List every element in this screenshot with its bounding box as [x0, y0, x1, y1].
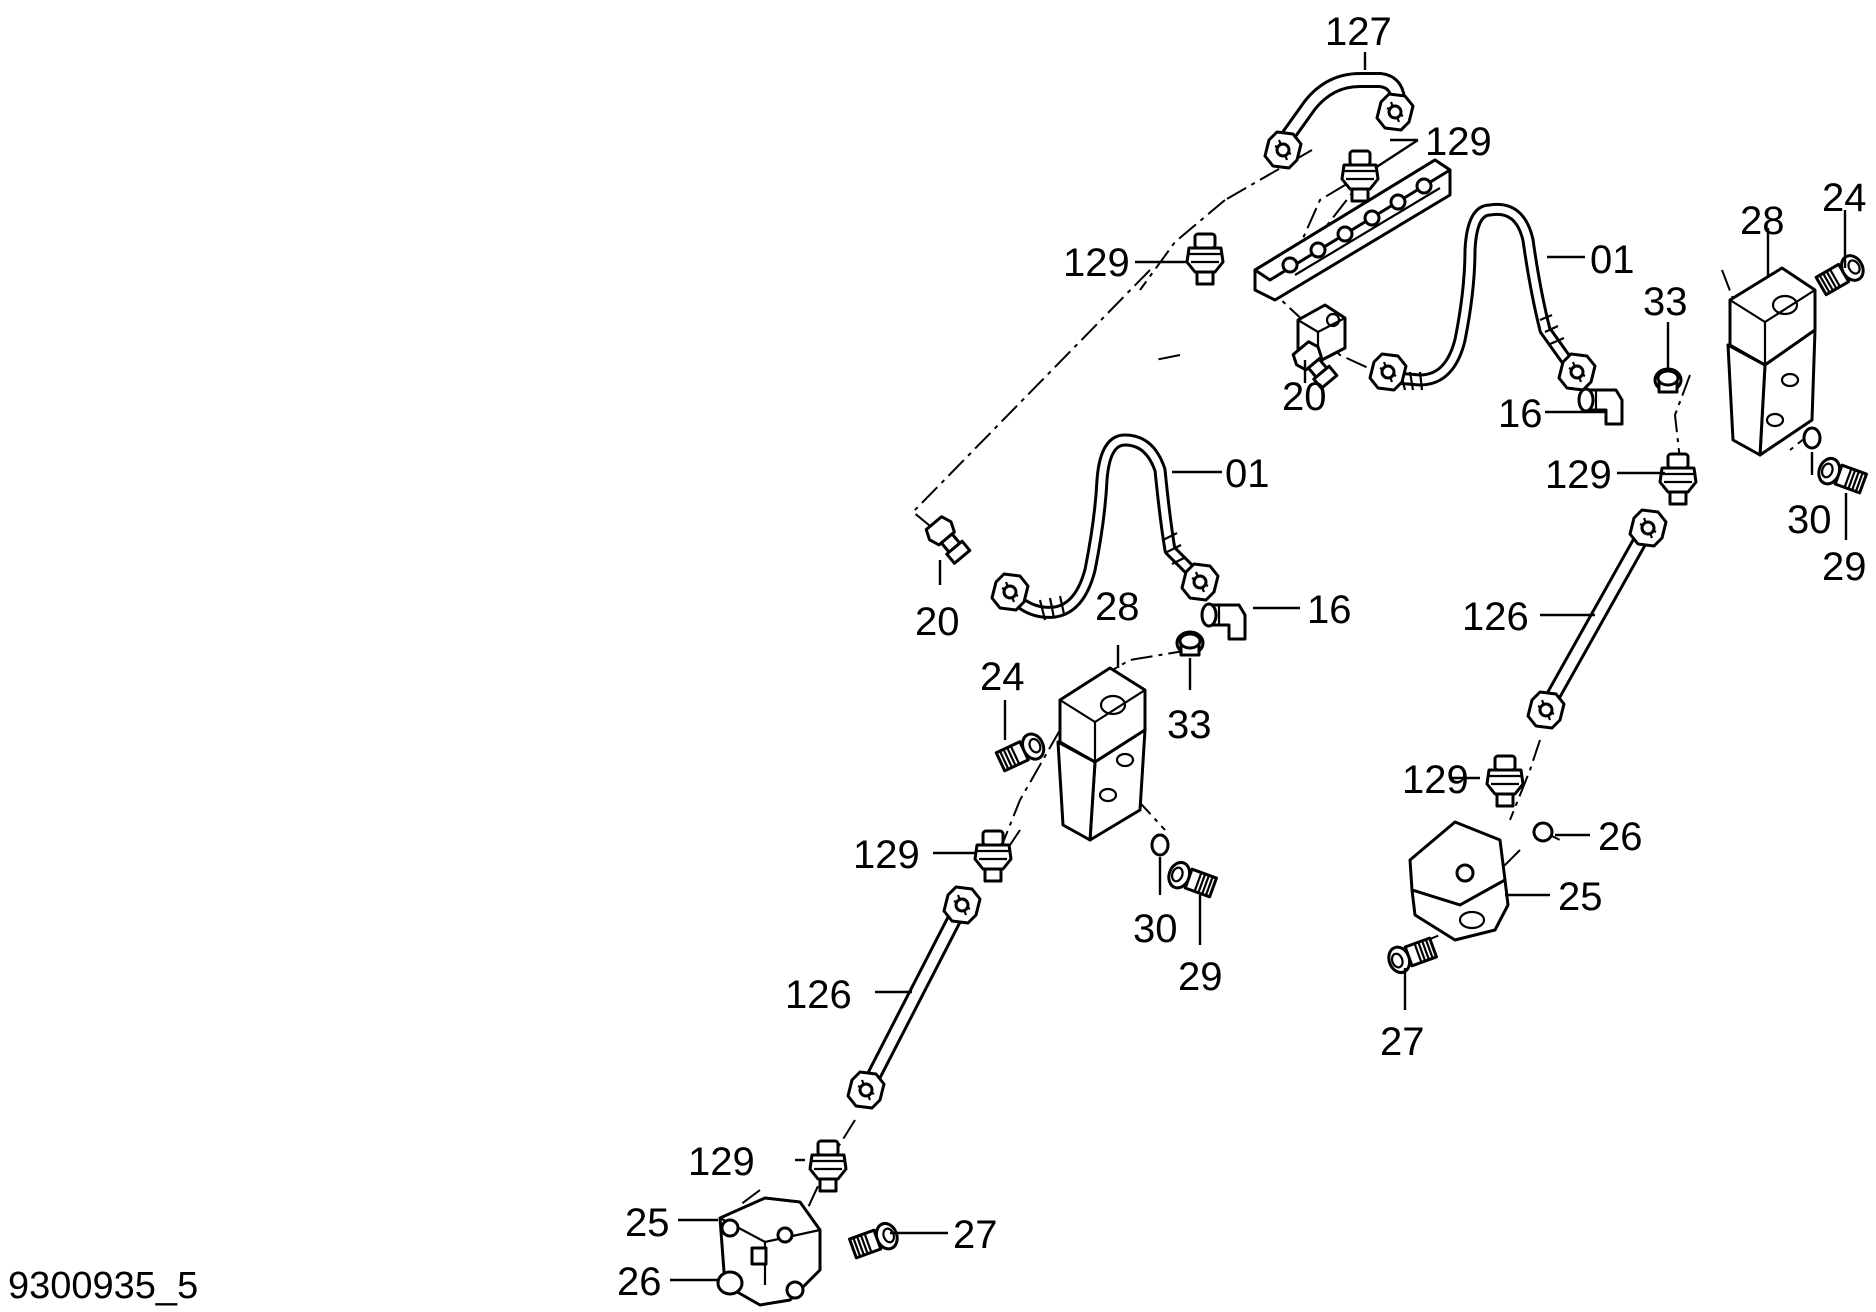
plug-33-lower [1175, 630, 1205, 657]
elbow-16-upper [1577, 387, 1624, 426]
part-28-bracket-upper [1726, 266, 1817, 457]
callout-26: 26 [1598, 815, 1643, 859]
fitting-129-right-lower [1485, 754, 1525, 808]
callout-126: 126 [1462, 595, 1529, 639]
washer-30-upper [1802, 426, 1822, 450]
part-126-tube-right [1526, 508, 1668, 730]
callout-24: 24 [1822, 176, 1867, 220]
adapter-20-lower [921, 512, 975, 568]
part-25-block-right [1408, 820, 1510, 942]
part-127-u-pipe [1263, 72, 1415, 170]
callout-27: 27 [953, 1213, 998, 1257]
fitting-129-top [1340, 149, 1380, 203]
callout-24: 24 [980, 655, 1025, 699]
callout-26: 26 [617, 1260, 662, 1304]
callout-16: 16 [1307, 588, 1352, 632]
callout-25: 25 [1558, 875, 1603, 919]
callout-33: 33 [1643, 280, 1688, 324]
callout-33: 33 [1167, 703, 1212, 747]
fitting-129-right [1658, 452, 1698, 506]
bolt-29-upper [1813, 454, 1869, 498]
callout-labels: 127 129 129 01 24 28 33 20 16 129 30 29 … [617, 10, 1867, 1304]
callout-01: 01 [1225, 452, 1270, 496]
callout-27: 27 [1380, 1020, 1425, 1064]
callout-129: 129 [1402, 758, 1469, 802]
callout-29: 29 [1822, 545, 1867, 589]
callout-28: 28 [1740, 199, 1785, 243]
o-ring-26-left [716, 1270, 744, 1296]
callout-01: 01 [1590, 238, 1635, 282]
screw-24-upper [1813, 250, 1869, 299]
part-126-tube-left [846, 885, 982, 1110]
callout-129: 129 [1063, 241, 1130, 285]
callout-126: 126 [785, 973, 852, 1017]
callout-16: 16 [1498, 392, 1543, 436]
callout-29: 29 [1178, 955, 1223, 999]
callout-129: 129 [853, 833, 920, 877]
washer-30-lower [1150, 833, 1170, 857]
o-ring-26-right [1532, 821, 1554, 843]
screw-27-left [847, 1219, 903, 1263]
drawing-reference-number: 9300935_5 [8, 1265, 198, 1307]
callout-127: 127 [1325, 10, 1392, 54]
callout-129: 129 [1425, 120, 1492, 164]
callout-20: 20 [915, 600, 960, 644]
bolt-29-lower [1163, 858, 1219, 902]
part-distribution-block [1253, 158, 1452, 302]
callout-25: 25 [625, 1201, 670, 1245]
leader-lines [670, 52, 1848, 1282]
callout-30: 30 [1133, 907, 1178, 951]
plug-33-upper [1653, 367, 1683, 394]
part-01-hose-lower [990, 433, 1220, 621]
part-28-bracket-lower [1056, 666, 1147, 842]
callout-129: 129 [1545, 453, 1612, 497]
fitting-129-bottom [808, 1139, 848, 1193]
callout-129: 129 [688, 1140, 755, 1184]
part-01-hose-upper [1368, 202, 1597, 392]
callout-20: 20 [1282, 375, 1327, 419]
callout-30: 30 [1787, 498, 1832, 542]
fitting-129-left-top [1185, 232, 1225, 286]
screw-27-right [1383, 933, 1439, 977]
elbow-16-lower [1200, 602, 1247, 641]
callout-28: 28 [1095, 585, 1140, 629]
